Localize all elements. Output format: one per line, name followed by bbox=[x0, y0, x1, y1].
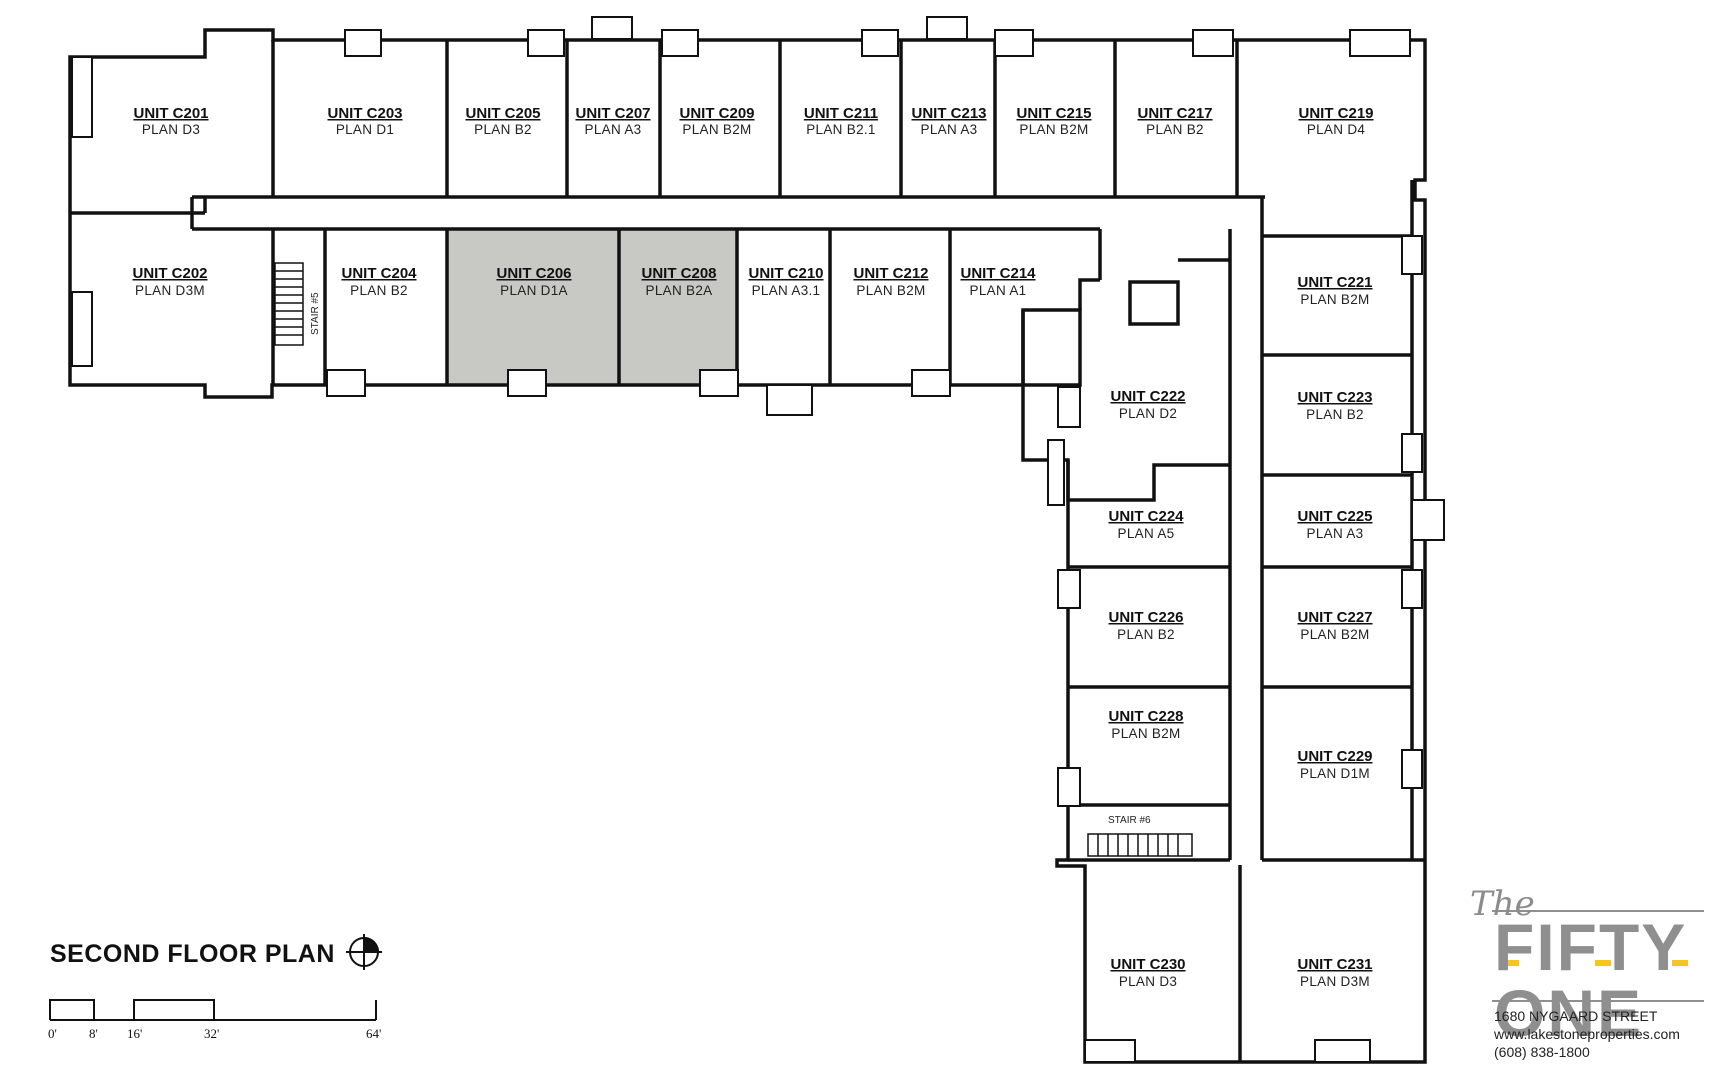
unit-label: UNIT C226 bbox=[1108, 609, 1183, 626]
unit-plan: PLAN A5 bbox=[1118, 526, 1175, 541]
unit-labels: UNIT C201 PLAN D3 UNIT C203 PLAN D1 UNIT… bbox=[132, 105, 1373, 989]
unit-label: UNIT C205 bbox=[465, 105, 540, 122]
unit-plan: PLAN B2M bbox=[682, 122, 751, 137]
unit-label: UNIT C231 bbox=[1297, 956, 1372, 973]
scale-bar bbox=[49, 999, 377, 1021]
unit-label: UNIT C219 bbox=[1298, 105, 1373, 122]
unit-plan: PLAN B2 bbox=[474, 122, 532, 137]
scale-label: 64' bbox=[366, 1026, 382, 1041]
unit-plan: PLAN D1A bbox=[500, 283, 568, 298]
unit-label: UNIT C201 bbox=[133, 105, 208, 122]
unit-label: UNIT C224 bbox=[1108, 508, 1184, 525]
unit-label: UNIT C213 bbox=[911, 105, 986, 122]
unit-label: UNIT C222 bbox=[1110, 388, 1185, 405]
scale-label: 16' bbox=[127, 1026, 143, 1041]
unit-label: UNIT C229 bbox=[1297, 748, 1372, 765]
unit-label: UNIT C208 bbox=[641, 265, 716, 282]
unit-plan: PLAN B2 bbox=[350, 283, 408, 298]
unit-plan: PLAN A3 bbox=[921, 122, 978, 137]
unit-plan: PLAN B2M bbox=[856, 283, 925, 298]
scale-label: 32' bbox=[204, 1026, 220, 1041]
unit-plan: PLAN D3 bbox=[1119, 974, 1177, 989]
unit-plan: PLAN B2.1 bbox=[806, 122, 876, 137]
stair-6 bbox=[1087, 833, 1193, 857]
highlighted-units bbox=[447, 229, 737, 385]
unit-label: UNIT C225 bbox=[1297, 508, 1372, 525]
unit-label: UNIT C217 bbox=[1137, 105, 1212, 122]
unit-plan: PLAN B2M bbox=[1111, 726, 1180, 741]
logo-name: FIFTY ONE bbox=[1494, 910, 1687, 1050]
unit-label: UNIT C212 bbox=[853, 265, 928, 282]
unit-plan: PLAN D3M bbox=[1300, 974, 1370, 989]
unit-plan: PLAN B2M bbox=[1300, 292, 1369, 307]
unit-plan: PLAN B2M bbox=[1019, 122, 1088, 137]
unit-plan: PLAN D3 bbox=[142, 122, 200, 137]
unit-plan: PLAN B2 bbox=[1306, 407, 1364, 422]
unit-label: UNIT C228 bbox=[1108, 708, 1183, 725]
logo-rule bbox=[1492, 1000, 1704, 1002]
plan-title: SECOND FLOOR PLAN bbox=[50, 940, 335, 968]
address: 1680 NYGAARD STREET bbox=[1494, 1008, 1658, 1024]
unit-label: UNIT C215 bbox=[1016, 105, 1091, 122]
unit-label: UNIT C223 bbox=[1297, 389, 1372, 406]
scale-label: 8' bbox=[89, 1026, 98, 1041]
unit-plan: PLAN D1 bbox=[336, 122, 394, 137]
unit-label: UNIT C206 bbox=[496, 265, 571, 282]
unit-plan: PLAN B2A bbox=[646, 283, 713, 298]
unit-plan: PLAN D4 bbox=[1307, 122, 1366, 137]
website: www.lakestoneproperties.com bbox=[1494, 1026, 1680, 1042]
unit-plan: PLAN A3 bbox=[585, 122, 642, 137]
unit-label: UNIT C227 bbox=[1297, 609, 1372, 626]
unit-label: UNIT C209 bbox=[679, 105, 754, 122]
unit-label: UNIT C221 bbox=[1297, 274, 1372, 291]
stair-5-label: STAIR #5 bbox=[310, 292, 321, 335]
unit-label: UNIT C214 bbox=[960, 265, 1036, 282]
walls bbox=[68, 28, 1427, 1064]
phone: (608) 838-1800 bbox=[1494, 1044, 1590, 1060]
unit-plan: PLAN A3.1 bbox=[752, 283, 821, 298]
unit-label: UNIT C204 bbox=[341, 265, 417, 282]
unit-label: UNIT C203 bbox=[327, 105, 402, 122]
logo-accent bbox=[1503, 960, 1688, 966]
unit-plan: PLAN D1M bbox=[1300, 766, 1370, 781]
unit-label: UNIT C210 bbox=[748, 265, 823, 282]
unit-label: UNIT C202 bbox=[132, 265, 207, 282]
stair-5 bbox=[274, 262, 304, 346]
unit-plan: PLAN A1 bbox=[970, 283, 1027, 298]
stair-6-label: STAIR #6 bbox=[1108, 815, 1151, 826]
logo-the: The bbox=[1470, 884, 1535, 924]
unit-label: UNIT C211 bbox=[804, 105, 878, 122]
unit-label: UNIT C230 bbox=[1110, 956, 1185, 973]
unit-plan: PLAN B2M bbox=[1300, 627, 1369, 642]
unit-plan: PLAN A3 bbox=[1307, 526, 1364, 541]
unit-plan: PLAN B2 bbox=[1146, 122, 1204, 137]
windows bbox=[71, 16, 1445, 1063]
unit-plan: PLAN B2 bbox=[1117, 627, 1175, 642]
north-arrow-icon bbox=[346, 934, 382, 970]
unit-plan: PLAN D2 bbox=[1119, 406, 1177, 421]
unit-plan: PLAN D3M bbox=[135, 283, 205, 298]
logo-rule bbox=[1492, 910, 1704, 912]
unit-label: UNIT C207 bbox=[575, 105, 650, 122]
scale-label: 0' bbox=[48, 1026, 57, 1041]
